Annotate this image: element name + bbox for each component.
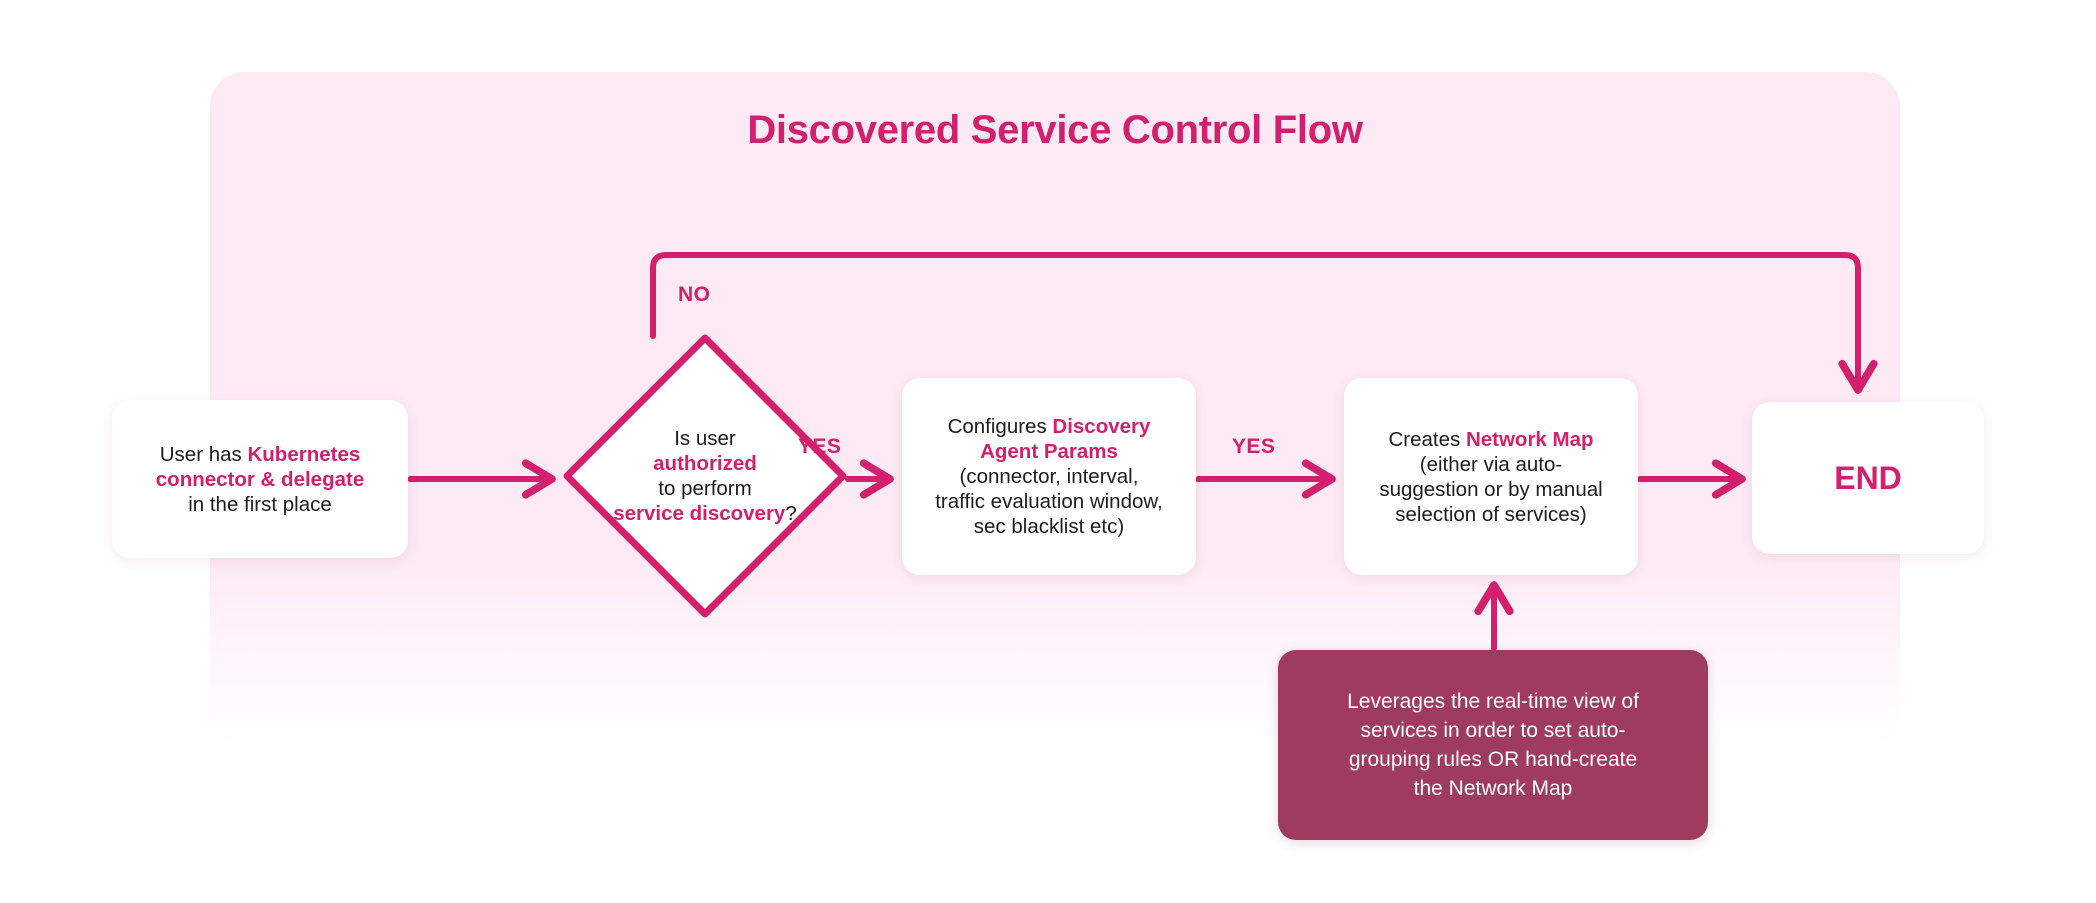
edge-label-yes-decision: YES [798, 435, 842, 458]
text-run-highlight: authorized [653, 452, 757, 475]
text-run-highlight: Network Map [1465, 427, 1594, 451]
text-run: (connector, interval, [959, 465, 1139, 488]
node-end-label: END [1834, 459, 1902, 496]
text-run: (either via auto- [1419, 452, 1563, 476]
text-run-highlight: Discovery [1052, 415, 1151, 438]
node-decision[interactable]: Is user authorized to perform service di… [564, 335, 846, 617]
text-run: selection of services) [1395, 502, 1587, 526]
edge-label-no: NO [678, 283, 711, 306]
text-run: to perform [658, 477, 752, 500]
text-run: in the first place [188, 492, 332, 516]
text-run: sec blacklist etc) [973, 515, 1125, 538]
node-params-text: Configures Discovery Agent Params (conne… [935, 414, 1163, 539]
node-decision-text: Is user authorized to perform service di… [564, 335, 846, 617]
text-run: Leverages the real-time view of [1347, 690, 1639, 713]
text-run: User has [159, 442, 248, 466]
text-run: Creates [1388, 427, 1466, 451]
text-run: Configures [947, 415, 1053, 438]
text-run: traffic evaluation window, [935, 490, 1163, 513]
node-start[interactable]: User has Kubernetes connector & delegate… [112, 400, 408, 558]
text-run-highlight: service discovery [613, 502, 786, 525]
edge-label-yes-params: YES [1232, 435, 1276, 458]
node-start-text: User has Kubernetes connector & delegate… [156, 442, 364, 517]
node-annotation-note[interactable]: Leverages the real-time view of services… [1278, 650, 1708, 840]
text-run: ? [785, 502, 797, 525]
node-creates-network-map[interactable]: Creates Network Map (either via auto- su… [1344, 378, 1638, 575]
text-run-highlight: connector & delegate [155, 467, 365, 491]
text-run: suggestion or by manual [1379, 477, 1603, 501]
text-run: services in order to set auto- [1360, 719, 1626, 742]
node-map-text: Creates Network Map (either via auto- su… [1379, 427, 1602, 527]
text-run: the Network Map [1413, 777, 1573, 800]
text-run: Is user [674, 427, 736, 450]
node-end[interactable]: END [1752, 402, 1984, 554]
page-title: Discovered Service Control Flow [747, 108, 1363, 152]
node-configures-discovery-agent-params[interactable]: Configures Discovery Agent Params (conne… [902, 378, 1196, 575]
node-note-text: Leverages the real-time view of services… [1347, 687, 1639, 803]
text-run-highlight: Kubernetes [247, 442, 361, 466]
text-run: grouping rules OR hand-create [1348, 748, 1638, 771]
text-run-highlight: Agent Params [980, 440, 1118, 463]
